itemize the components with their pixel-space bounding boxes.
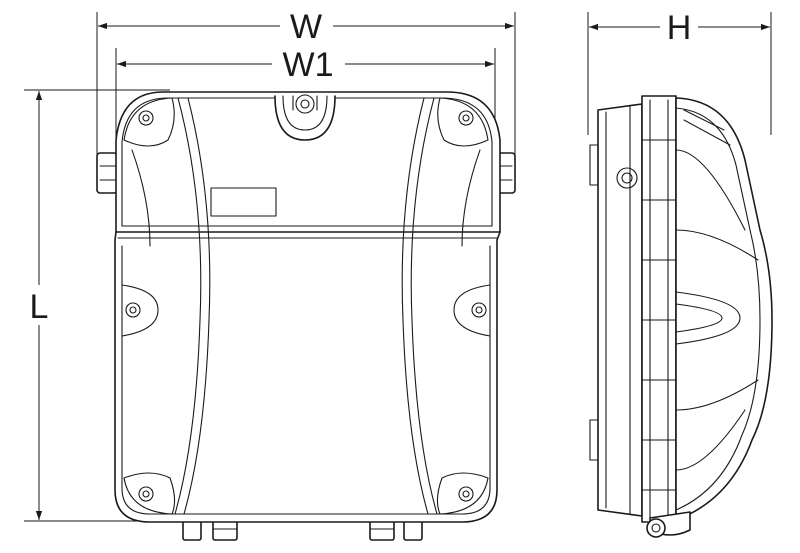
dimension-w1: W1 (115, 46, 496, 140)
height-label: H (667, 9, 692, 47)
corner-screw-bottom-left (123, 472, 176, 515)
length-label: L (30, 288, 49, 326)
side-view (589, 95, 773, 538)
corner-screw-top-left (123, 97, 175, 147)
dimension-w: W (96, 8, 516, 160)
side-lens (675, 97, 773, 521)
left-lug (96, 152, 118, 194)
width-label: W (290, 8, 322, 46)
corner-screw-bottom-right (436, 472, 489, 515)
front-view (96, 91, 516, 541)
side-screw-left (121, 284, 159, 337)
side-screw-right (453, 284, 491, 337)
dimension-h: H (587, 9, 772, 135)
frame-ribs (641, 139, 677, 491)
dimension-l: L (24, 89, 170, 522)
inner-width-label: W1 (283, 46, 334, 84)
label-plate (210, 187, 277, 217)
side-hinge (646, 511, 691, 538)
side-back-plate (597, 103, 643, 517)
corner-screw-top-right (437, 97, 489, 147)
housing-outline (114, 91, 501, 523)
top-mount (274, 94, 336, 141)
